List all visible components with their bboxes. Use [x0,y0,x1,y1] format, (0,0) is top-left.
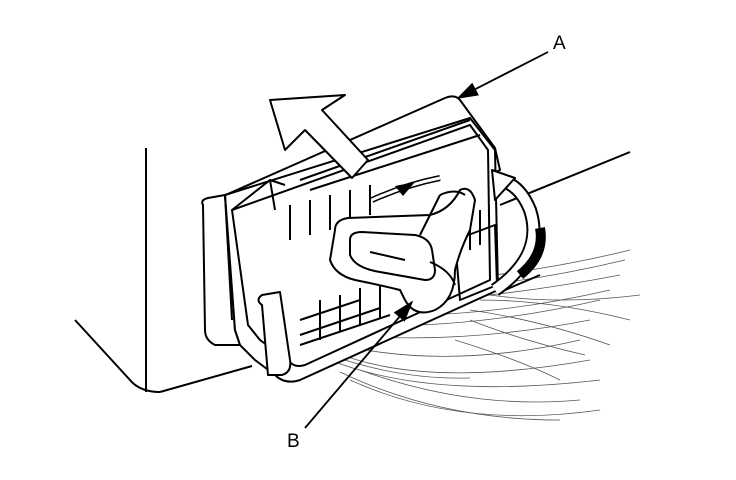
locking-lever [329,187,476,314]
mounting-panel [74,148,253,393]
leader-b [304,300,414,429]
callout-label-a: A [553,33,566,54]
leader-a [456,51,549,99]
callout-label-b: B [287,431,300,452]
lever-rotation-arrow [370,175,441,203]
pull-direction-arrow [269,94,369,179]
callout-leaders [304,51,549,429]
rotate-arrow [490,169,546,296]
